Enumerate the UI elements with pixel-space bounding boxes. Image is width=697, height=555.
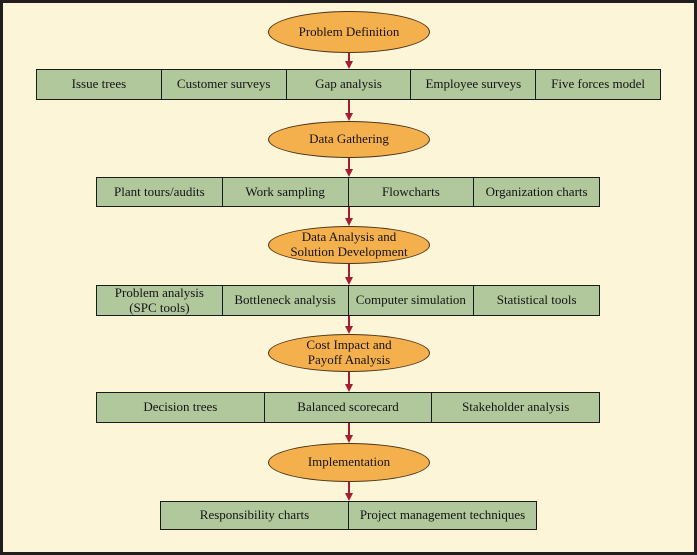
tool-cell: Responsibility charts: [199, 507, 310, 523]
down-arrow-icon: [344, 482, 353, 501]
down-arrow-icon: [344, 316, 353, 334]
stage-ellipse-data-analysis: Data Analysis and Solution Development: [268, 226, 430, 264]
tools-row-data-gathering: Plant tours/audits Work sampling Flowcha…: [96, 177, 600, 207]
arrow-head: [344, 493, 353, 501]
tool-cell: Customer surveys: [160, 70, 286, 99]
tool-cell: Problem analysis (SPC tools): [114, 285, 204, 315]
arrow-head: [344, 61, 353, 69]
tool-cell: Work sampling: [221, 178, 348, 206]
arrow-stem: [347, 482, 350, 493]
tool-cell: Issue trees: [71, 76, 127, 92]
arrow-head: [344, 113, 353, 121]
tool-cell: Project management techniques: [348, 502, 536, 529]
arrow-head: [344, 169, 353, 177]
arrow-stem: [347, 100, 350, 113]
tools-row-problem-definition: Issue trees Customer surveys Gap analysi…: [36, 69, 661, 100]
tool-cell: Flowcharts: [347, 178, 474, 206]
down-arrow-icon: [344, 372, 353, 392]
tool-cell: Computer simulation: [347, 286, 474, 315]
arrow-stem: [347, 423, 350, 435]
arrow-stem: [347, 316, 350, 326]
tools-row-implementation: Responsibility charts Project management…: [160, 501, 537, 530]
stage-ellipse-cost-impact: Cost Impact and Payoff Analysis: [268, 334, 430, 372]
arrow-stem: [347, 264, 350, 277]
arrow-head: [344, 218, 353, 226]
tool-cell: Bottleneck analysis: [221, 286, 348, 315]
arrow-head: [344, 384, 353, 392]
tool-cell: Plant tours/audits: [114, 183, 205, 199]
down-arrow-icon: [344, 423, 353, 443]
tool-cell: Five forces model: [535, 70, 660, 99]
tool-cell: Statistical tools: [473, 286, 599, 315]
down-arrow-icon: [344, 53, 353, 69]
arrow-stem: [347, 53, 350, 61]
down-arrow-icon: [344, 100, 353, 121]
stage-ellipse-data-gathering: Data Gathering: [268, 121, 430, 158]
tool-cell: Gap analysis: [285, 70, 411, 99]
arrow-stem: [347, 207, 350, 218]
arrow-head: [344, 326, 353, 334]
arrow-head: [344, 277, 353, 285]
down-arrow-icon: [344, 264, 353, 285]
tools-row-data-analysis: Problem analysis (SPC tools) Bottleneck …: [96, 285, 600, 316]
tools-row-cost-impact: Decision trees Balanced scorecard Stakeh…: [96, 392, 600, 423]
arrow-stem: [347, 158, 350, 169]
stage-ellipse-problem-definition: Problem Definition: [268, 11, 430, 53]
stage-ellipse-implementation: Implementation: [268, 443, 430, 482]
tool-cell: Stakeholder analysis: [431, 393, 599, 422]
tool-cell: Decision trees: [143, 399, 218, 415]
arrow-head: [344, 435, 353, 443]
tool-cell: Organization charts: [473, 178, 599, 206]
down-arrow-icon: [344, 207, 353, 226]
arrow-stem: [347, 372, 350, 384]
tool-cell: Balanced scorecard: [263, 393, 432, 422]
tool-cell: Employee surveys: [410, 70, 535, 99]
down-arrow-icon: [344, 158, 353, 177]
